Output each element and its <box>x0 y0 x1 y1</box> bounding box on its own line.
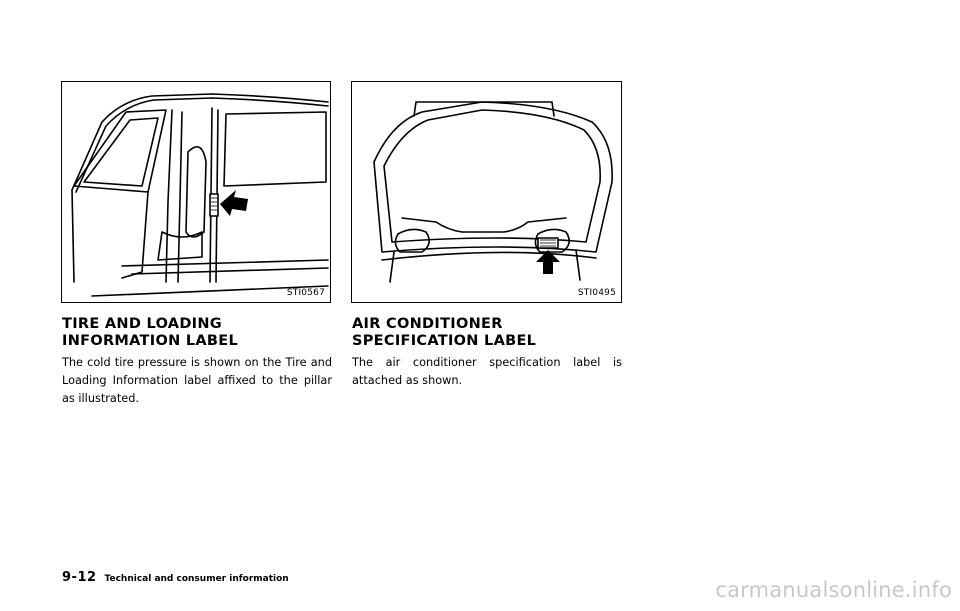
door-pillar-illustration: STI0567 <box>61 81 331 303</box>
section-body-tire-label: The cold tire pressure is shown on the T… <box>62 356 332 405</box>
watermark: carmanualsonline.info <box>715 578 952 602</box>
page-number: 9-12 <box>62 570 97 585</box>
figure-code: STI0495 <box>577 288 616 298</box>
section-heading-tire-label: TIRE AND LOADING INFORMATION LABEL <box>62 316 239 349</box>
pointer-arrow-icon <box>220 190 248 216</box>
section-body-ac-label: The air conditioner specification label … <box>352 356 622 387</box>
hood-drawing <box>373 101 613 283</box>
hood-illustration: STI0495 <box>351 81 622 303</box>
pointer-arrow-icon <box>536 250 560 274</box>
car-door-drawing <box>71 93 329 297</box>
section-heading-ac-label: AIR CONDITIONER SPECIFICATION LABEL <box>352 316 537 349</box>
footer-section-title: Technical and consumer information <box>104 574 289 584</box>
page-footer: 9-12 Technical and consumer information <box>62 570 289 585</box>
figure-code: STI0567 <box>286 288 325 298</box>
